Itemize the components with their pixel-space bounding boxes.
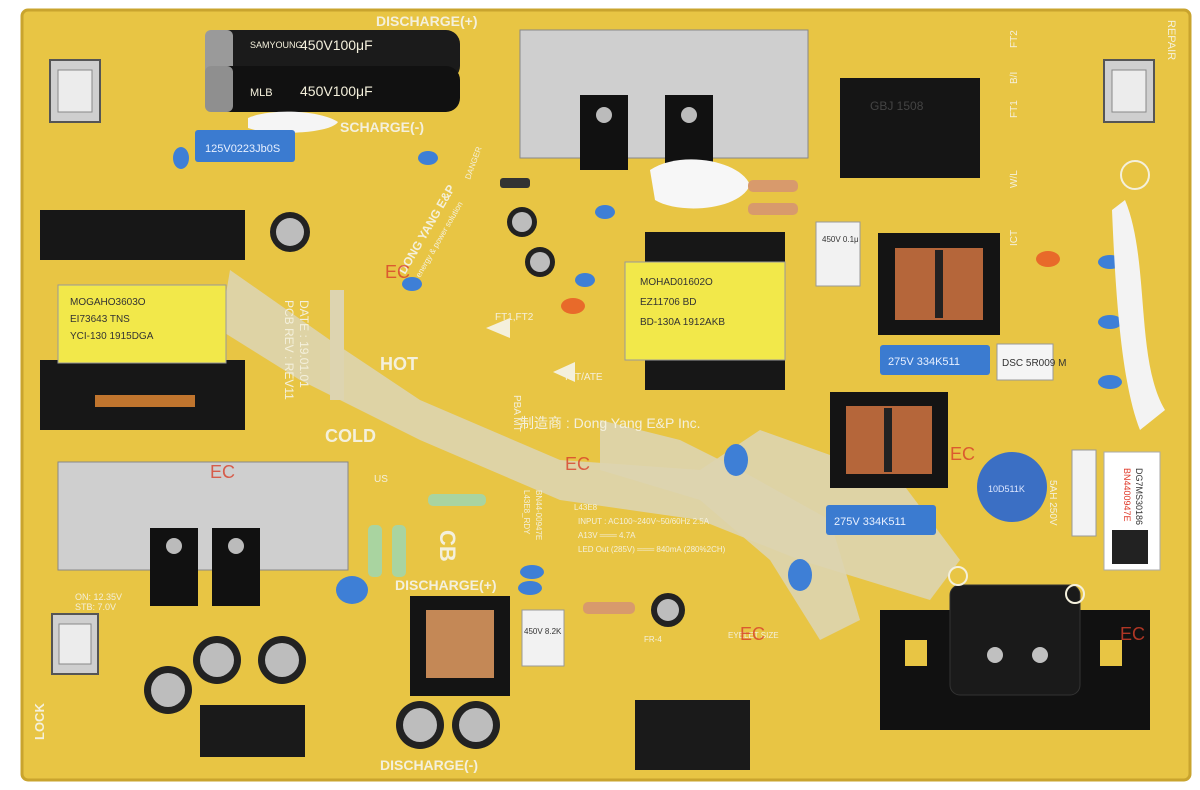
- ict-side: ICT: [1009, 230, 1020, 246]
- svg-text:450V100μF: 450V100μF: [300, 83, 373, 99]
- ec-mark: EC: [385, 262, 410, 282]
- repair-label: REPAIR: [1165, 20, 1177, 60]
- discharge-pos-bottom: DISCHARGE(+): [395, 577, 497, 593]
- fr4-label: FR-4: [644, 635, 662, 644]
- eyelet-label: EYELET SIZE: [728, 631, 779, 640]
- lock-label: LOCK: [32, 703, 47, 740]
- ft1-ft2-label: FT1,FT2: [495, 312, 534, 323]
- ft1-side: FT1: [1009, 100, 1020, 118]
- us-mark: US: [374, 474, 388, 485]
- ec-mark: EC: [210, 462, 235, 482]
- ec-mark: EC: [1120, 624, 1145, 644]
- on-voltage-label: ON: 12.35V: [75, 592, 122, 602]
- mounting-clip-top-right: [1103, 59, 1155, 123]
- bulk-capacitor-2: 450V100μF MLB: [205, 66, 460, 112]
- standby-transformer: MOGAHO3603O EI73643 TNS YCI-130 1915DGA: [40, 210, 245, 430]
- pba-mt-label: PBA MT: [511, 395, 522, 432]
- discharge-pos-top: DISCHARGE(+): [376, 13, 478, 29]
- svg-text:YCI-130 1915DGA: YCI-130 1915DGA: [70, 331, 154, 342]
- svg-text:SAMYOUNG: SAMYOUNG: [250, 40, 303, 50]
- varistor: 10D511K: [977, 452, 1047, 522]
- box-capacitor: 450V 0.1μ: [815, 221, 861, 287]
- main-transformer: MOHAD01602O EZ11706 BD BD-130A 1912AKB: [624, 232, 786, 390]
- bi-side: B/I: [1009, 72, 1020, 84]
- svg-text:EI73643 TNS: EI73643 TNS: [70, 314, 130, 325]
- svg-text:450V 0.1μ: 450V 0.1μ: [822, 235, 859, 244]
- small-electrolytic-capacitors: [144, 207, 685, 749]
- l43eb-label: L43E8: [574, 503, 598, 512]
- ict-ate-label: ICT/ATE: [565, 372, 603, 383]
- x-capacitor-1: 275V 334K511: [880, 345, 990, 375]
- svg-text:MLB: MLB: [250, 87, 273, 99]
- ac-inlet-connector: [880, 584, 1150, 730]
- mounting-clip-bottom-left: [51, 613, 99, 675]
- hot-label: HOT: [380, 354, 418, 374]
- input-spec: INPUT : AC100~240V~50/60Hz 2.5A: [578, 517, 710, 526]
- line-filter-choke-1: [878, 233, 1000, 335]
- svg-text:EZ11706 BD: EZ11706 BD: [640, 297, 697, 308]
- svg-text:MOHAD01602O: MOHAD01602O: [640, 277, 713, 288]
- orange-capacitors: [561, 251, 1060, 314]
- ec-mark: EC: [950, 444, 975, 464]
- glue-blob-top: [248, 111, 338, 133]
- mounting-clip-top-left: [49, 59, 101, 123]
- part-number-silk: BN44-00947E: [534, 490, 543, 540]
- svg-text:DG7MS30186: DG7MS30186: [1134, 468, 1144, 525]
- ec-mark: EC: [565, 454, 590, 474]
- svg-text:MOGAHO3603O: MOGAHO3603O: [70, 297, 146, 308]
- cold-label: COLD: [325, 426, 376, 446]
- output-connector-right: [635, 700, 750, 770]
- pcb-date: DATE : 19.01.01: [297, 300, 311, 388]
- film-capacitor-top-left: 125V0223Jb0S: [195, 130, 295, 162]
- bridge-rectifier: GBJ 1508: [840, 78, 980, 178]
- arrow-markers: [486, 160, 1150, 604]
- cb-label: CB: [435, 530, 460, 562]
- line-filter-choke-2: [830, 392, 948, 488]
- glue-blob-center: [650, 159, 750, 209]
- svg-text:125V0223Jb0S: 125V0223Jb0S: [205, 143, 280, 155]
- heatsink-top: [519, 29, 809, 170]
- stb-voltage-label: STB: 7.0V: [75, 602, 116, 612]
- heatsink-bottom-left: [57, 461, 349, 606]
- box-capacitor-bottom: 450V 8.2K: [521, 609, 565, 667]
- a13v-spec: A13V ═══ 4.7A: [578, 531, 636, 540]
- led-out-spec: LED Out (285V) ═══ 840mA (280%2CH): [578, 545, 726, 554]
- pcb-edge: [20, 8, 1192, 782]
- fuse: [1071, 449, 1097, 537]
- glue-blob-right: [1112, 200, 1165, 430]
- svg-text:275V 334K511: 275V 334K511: [888, 356, 960, 368]
- inrush-resistor: DSC 5R009 M: [996, 343, 1066, 381]
- resistors: [368, 178, 798, 614]
- x-capacitor-2: 275V 334K511: [826, 505, 936, 535]
- svg-text:10D511K: 10D511K: [988, 484, 1025, 494]
- l43e8-rdy-label: L43E8_RDY: [522, 490, 531, 535]
- wl-side: W/L: [1009, 170, 1020, 188]
- svg-text:GBJ 1508: GBJ 1508: [870, 99, 924, 113]
- ec-mark: EC: [740, 624, 765, 644]
- fuse-rating: 5AH 250V: [1047, 480, 1058, 526]
- svg-text:450V 8.2K: 450V 8.2K: [524, 627, 562, 636]
- svg-text:275V 334K511: 275V 334K511: [834, 516, 906, 528]
- svg-text:BN4400947E: BN4400947E: [1122, 468, 1132, 522]
- pfc-inductor: [410, 596, 510, 696]
- ft2-side: FT2: [1009, 30, 1020, 48]
- discharge-neg-top: SCHARGE(-): [340, 119, 424, 135]
- svg-text:450V100μF: 450V100μF: [300, 37, 373, 53]
- part-number-label: BN4400947E DG7MS30186: [1103, 451, 1161, 571]
- svg-text:BD-130A 1912AKB: BD-130A 1912AKB: [640, 317, 725, 328]
- discharge-neg-bottom: DISCHARGE(-): [380, 757, 478, 773]
- isolation-slot-3: [330, 290, 344, 400]
- output-connector-left: [200, 705, 305, 757]
- pcb-rev: PCB REV : REV11: [282, 300, 296, 400]
- manufacturer-label: 制造商 : Dong Yang E&P Inc.: [520, 415, 701, 431]
- svg-text:DSC 5R009 M: DSC 5R009 M: [1002, 358, 1066, 369]
